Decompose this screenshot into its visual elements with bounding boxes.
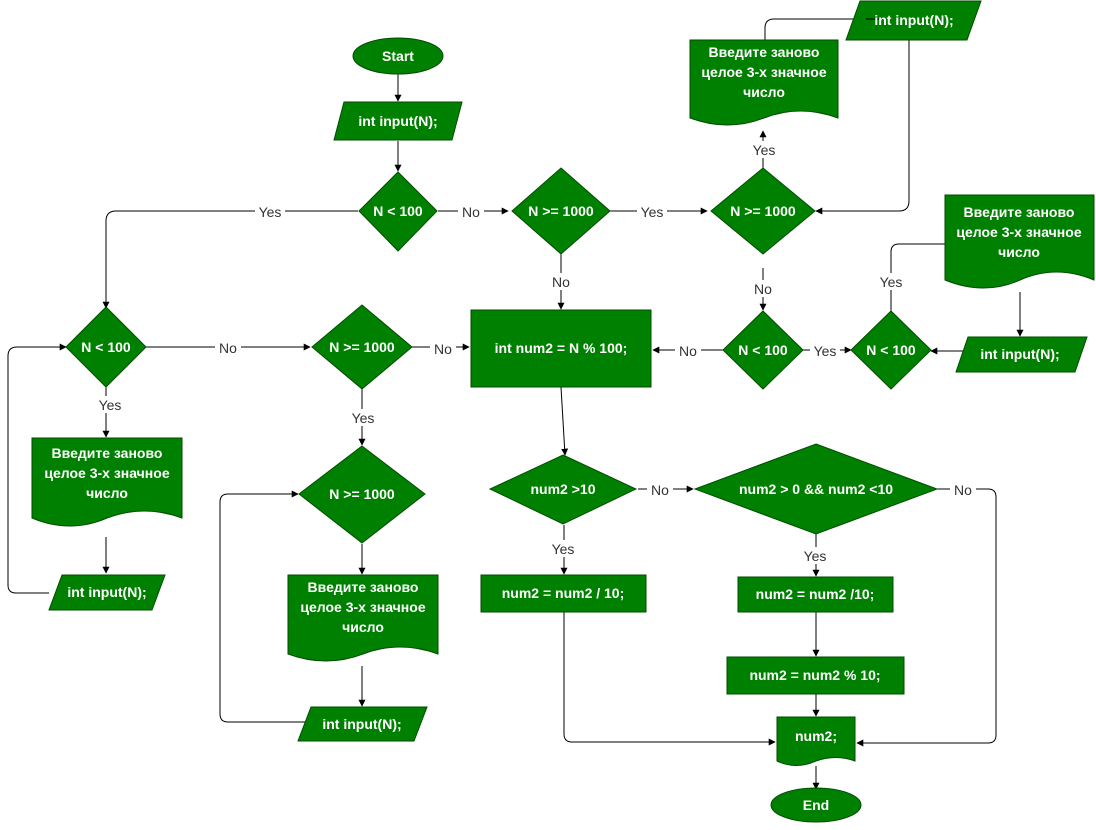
decision-n-lt-100: N < 100 [65, 306, 147, 388]
edge-inputtop-dge1000b [815, 40, 910, 215]
message-node: Введите заново целое 3-х значное число [689, 39, 839, 126]
edge-label-no: No [651, 482, 669, 498]
message-line: число [743, 84, 785, 100]
decision-label: N >= 1000 [730, 203, 796, 219]
decision-num2-gt-10: num2 >10 [488, 454, 638, 525]
output-num2: num2; [776, 716, 856, 766]
process-num2-div10: num2 = num2 / 10; [480, 574, 647, 613]
edge-label-yes: Yes [814, 343, 837, 359]
decision-label: N < 100 [373, 203, 423, 219]
process-num2-div10: num2 = num2 /10; [737, 576, 894, 613]
edge-label-yes: Yes [259, 204, 282, 220]
decision-n-lt-100: N < 100 [722, 310, 804, 390]
message-node: Введите заново целое 3-х значное число [31, 437, 183, 527]
message-line: Введите заново [308, 579, 419, 595]
message-node: Введите заново целое 3-х значное число [287, 574, 439, 662]
decision-num2-range: num2 > 0 && num2 <10 [693, 443, 939, 535]
edge-label-no: No [679, 343, 697, 359]
decision-label: N < 100 [738, 342, 788, 358]
decision-label: N < 100 [81, 339, 131, 355]
decision-n-ge-1000: N >= 1000 [298, 445, 426, 544]
input-label: int input(N); [322, 716, 401, 732]
input-label: int input(N); [67, 584, 146, 600]
decision-label: num2 > 0 && num2 <10 [739, 481, 893, 497]
nodes: Start int input(N); N < 100 N >= 1000 N … [31, 0, 1095, 823]
edge-inputleft-dlt100b [7, 343, 67, 594]
decision-label: N < 100 [866, 342, 916, 358]
edge-label-no: No [434, 341, 452, 357]
input-label: int input(N); [358, 113, 437, 129]
decision-n-ge-1000: N >= 1000 [311, 304, 413, 390]
edge-dlt100a-yes [102, 210, 358, 309]
decision-label: N >= 1000 [528, 203, 594, 219]
edge-label-yes: Yes [804, 548, 827, 564]
decision-n-lt-100: N < 100 [850, 310, 932, 390]
decision-n-ge-1000: N >= 1000 [511, 167, 611, 255]
edge-label-yes: Yes [99, 397, 122, 413]
decision-n-ge-1000: N >= 1000 [710, 167, 816, 255]
decision-label: num2 >10 [531, 481, 596, 497]
message-line: целое 3-х значное [44, 465, 169, 481]
end-label: End [803, 797, 829, 813]
end-node: End [770, 787, 862, 823]
input-label: int input(N); [874, 12, 953, 28]
input-node: int input(N); [297, 706, 428, 742]
output-label: num2; [795, 728, 837, 744]
process-label: num2 = num2 /10; [756, 586, 875, 602]
process-label: num2 = num2 / 10; [502, 585, 625, 601]
start-node: Start [352, 37, 444, 75]
process-label: int num2 = N % 100; [495, 340, 628, 356]
process-num2-mod10: num2 = num2 % 10; [726, 656, 905, 695]
start-label: Start [382, 48, 414, 64]
edge-label-no: No [754, 281, 772, 297]
edge-range-no [856, 488, 997, 747]
edge-label-yes: Yes [552, 541, 575, 557]
edge-msgtop-inputtop [764, 15, 863, 40]
message-line: целое 3-х значное [300, 599, 425, 615]
edge-label-no: No [552, 274, 570, 290]
edge-labels: Yes No Yes No Yes No No Yes Yes No Yes N… [95, 141, 976, 564]
message-line: целое 3-х значное [956, 224, 1081, 240]
decision-n-lt-100: N < 100 [358, 171, 438, 252]
input-node: int input(N); [48, 574, 166, 611]
decision-label: N >= 1000 [329, 486, 395, 502]
process-label: num2 = num2 % 10; [749, 667, 880, 683]
edge-label-yes: Yes [880, 274, 903, 290]
message-line: число [342, 619, 384, 635]
edge-dlt100d-yes [890, 243, 945, 313]
input-label: int input(N); [980, 346, 1059, 362]
input-node: int input(N); [845, 0, 982, 41]
process-num2-calc: int num2 = N % 100; [470, 309, 652, 388]
message-node: Введите заново целое 3-х значное число [944, 194, 1095, 289]
decision-label: N >= 1000 [329, 339, 395, 355]
message-line: число [86, 485, 128, 501]
edge-label-yes: Yes [753, 142, 776, 158]
edge-div10a-out [563, 612, 776, 746]
edge-label-no: No [462, 204, 480, 220]
message-line: Введите заново [709, 44, 820, 60]
message-line: целое 3-х значное [701, 64, 826, 80]
edge-inputmid-dge1000d [219, 490, 305, 723]
edge-label-no: No [219, 340, 237, 356]
message-line: Введите заново [52, 445, 163, 461]
message-line: Введите заново [964, 204, 1075, 220]
input-node: int input(N); [333, 101, 463, 141]
edge-label-yes: Yes [641, 204, 664, 220]
message-line: число [998, 244, 1040, 260]
edge-calc-gt10 [560, 386, 569, 456]
input-node: int input(N); [955, 336, 1088, 373]
edge-label-yes: Yes [352, 410, 375, 426]
edge-label-no: No [954, 482, 972, 498]
